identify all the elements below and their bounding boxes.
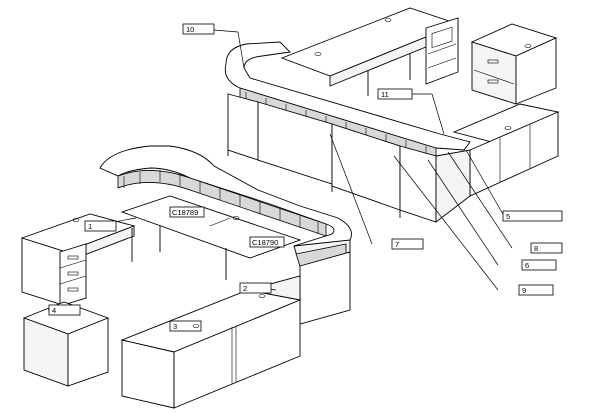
credenza-front-right: [173, 299, 301, 409]
callout-8: 8: [530, 242, 563, 254]
callout-10: 10: [182, 23, 215, 35]
callout-11-label: 11: [381, 90, 389, 99]
callout-11: 11: [377, 88, 413, 100]
callout-4: 4: [48, 304, 81, 316]
callout-4-label: 4: [52, 306, 56, 315]
callout-6-label: 6: [525, 261, 529, 270]
callout-7: 7: [391, 238, 424, 250]
credenza-front-left: [121, 339, 175, 409]
grommets: [72, 18, 532, 328]
upper-base-end: [399, 145, 437, 223]
lower-reeded-panel: [123, 170, 319, 234]
callout-1: 1: [84, 220, 117, 232]
upper-counter-top: [224, 41, 471, 151]
left-pedestal-drawers: [59, 243, 87, 307]
callout-6: 6: [521, 259, 557, 271]
part-tag-c18790-label: C18790: [252, 238, 278, 247]
upper-base-return: [435, 149, 471, 223]
drawer-front: [431, 26, 453, 49]
callout-3-label: 3: [173, 322, 177, 331]
callout-1-label: 1: [88, 222, 92, 231]
part-tag-c18790: C18790: [249, 236, 285, 248]
drawer-pull: [487, 59, 499, 64]
callout-9-label: 9: [522, 286, 526, 295]
callout-3: 3: [169, 320, 202, 332]
file-cabinet-front: [515, 37, 557, 105]
callout-2: 2: [239, 282, 272, 294]
callout-7-label: 7: [395, 240, 399, 249]
drawer-pull: [487, 79, 499, 84]
mobile-pedestal-front: [67, 317, 109, 387]
lower-counter-panel: [117, 170, 327, 237]
callout-2-label: 2: [243, 284, 247, 293]
callout-5: 5: [502, 210, 563, 222]
callout-10-label: 10: [186, 25, 194, 34]
callout-9: 9: [518, 284, 554, 296]
upper-reception-station: [224, 7, 560, 223]
upper-base-left: [227, 93, 259, 161]
credenza-return: [247, 275, 301, 301]
part-tag-c18789: C18789: [169, 206, 205, 218]
back-pedestal: [425, 17, 459, 85]
part-tag-c18789-label: C18789: [172, 208, 198, 217]
lower-reception-station: [20, 145, 352, 409]
callout-8-label: 8: [534, 244, 538, 253]
callout-5-label: 5: [506, 212, 510, 221]
